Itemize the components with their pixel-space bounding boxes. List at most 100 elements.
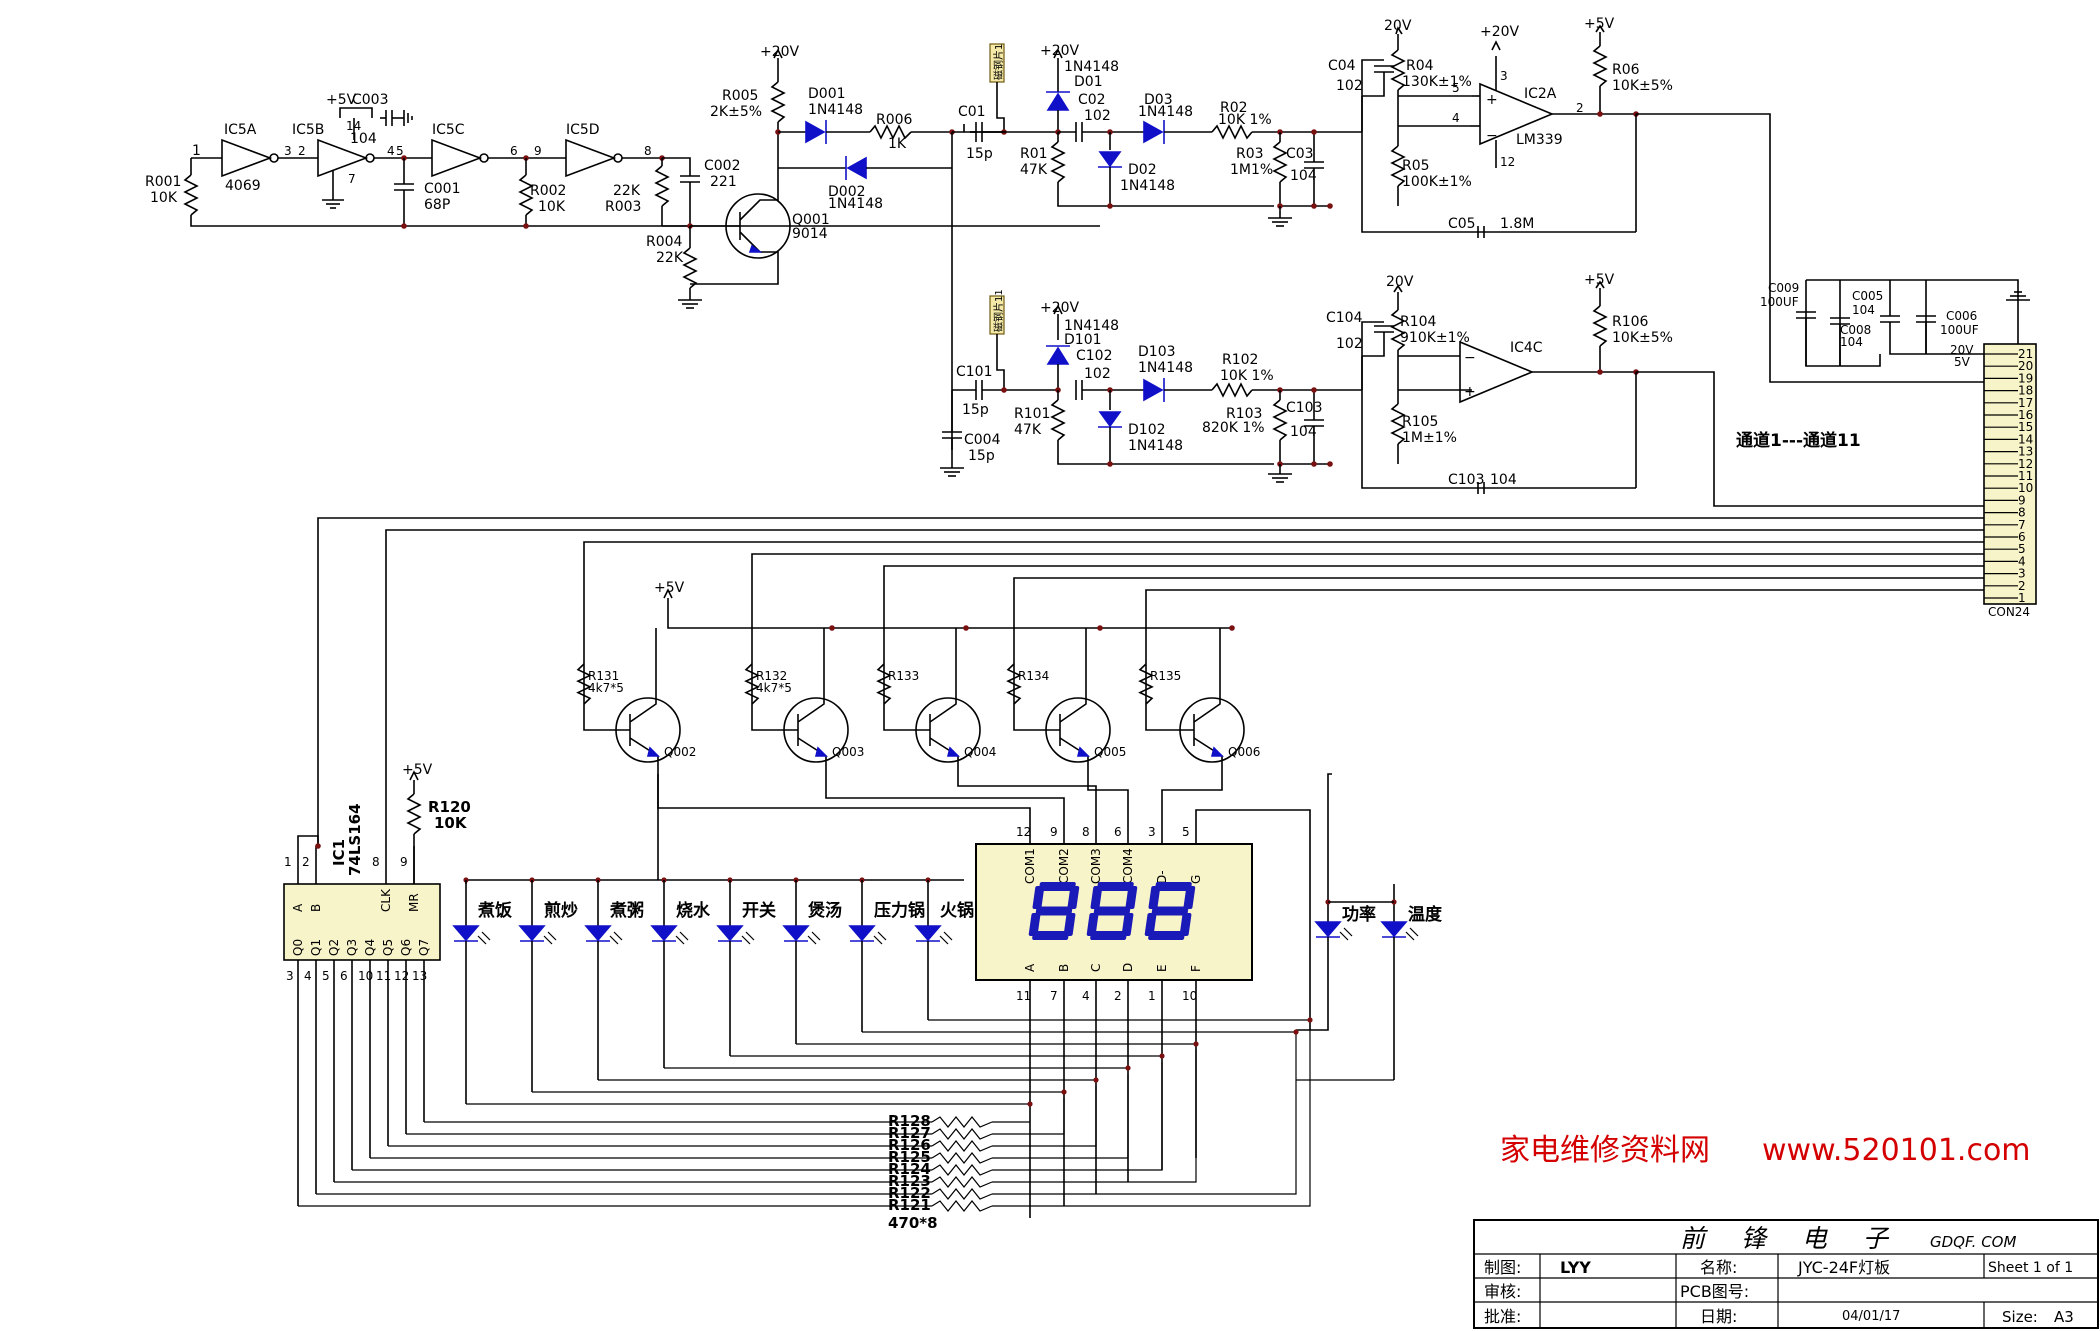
approve-label: 批准: <box>1484 1307 1521 1326</box>
d03-value: 1N4148 <box>1138 104 1193 120</box>
c103b-value: 104 <box>1490 472 1517 488</box>
display-pin-num-top-4: 6 <box>1114 825 1122 839</box>
r03-value: 1M1% <box>1230 162 1273 178</box>
segment <box>1039 882 1076 891</box>
rnet-label-8: R121 <box>888 1196 931 1214</box>
r120-value: 10K <box>434 814 468 832</box>
r06-label: R06 <box>1612 62 1640 78</box>
c104-label: C104 <box>1326 310 1363 326</box>
ic1-pin-4: 4 <box>304 969 312 983</box>
pin-14-label: 14 <box>346 119 361 133</box>
label: + <box>1486 92 1498 108</box>
r102-value: 10K 1% <box>1220 368 1274 384</box>
company-url: GDQF. COM <box>1930 1233 2016 1251</box>
r004-label: R004 <box>646 234 683 250</box>
r102-label: R102 <box>1222 352 1258 368</box>
con-20v-label: 20V <box>1950 343 1974 357</box>
led-2: 煎炒 <box>518 877 578 1092</box>
c004-label: C004 <box>964 432 1001 448</box>
display-pin-num-top-5: 3 <box>1148 825 1156 839</box>
rnet-resistor-6: R123 <box>888 1172 993 1190</box>
label-2: − <box>1486 128 1498 144</box>
board-name: JYC-24F灯板 <box>1797 1258 1890 1277</box>
ic2a-label: IC2A <box>1524 86 1557 102</box>
r002-label: R002 <box>530 183 566 199</box>
display-pin-num-bottom-4: 2 <box>1114 989 1122 1003</box>
c008-label: C008 <box>1840 323 1871 337</box>
ic2a-type: LM339 <box>1516 132 1563 148</box>
led-right-2: 温度 <box>1380 884 1443 941</box>
r003-value: 22K <box>613 183 641 199</box>
d102-diode <box>1098 411 1122 428</box>
ic1-pin-2: 2 <box>302 855 310 869</box>
led-8: 火锅 <box>914 877 974 1020</box>
con24-pin-16: 16 <box>2018 408 2033 422</box>
ic1-pin-name-a: A <box>291 903 305 912</box>
con24-pin-6: 6 <box>2018 530 2026 544</box>
pin-9-label: 9 <box>534 144 542 158</box>
led-label-2: 煎炒 <box>544 900 578 921</box>
ic1-pin-name-mr: MR <box>407 893 421 912</box>
segment <box>1151 906 1189 916</box>
r105-label: R105 <box>1402 414 1438 430</box>
c01-label: C01 <box>958 104 986 120</box>
r04-label: R04 <box>1406 58 1434 74</box>
ic1-pin-12: 12 <box>394 969 409 983</box>
c003-label: C003 <box>352 92 389 108</box>
con24-pin-8: 8 <box>2018 506 2026 520</box>
con24-pin-3: 3 <box>2018 567 2026 581</box>
d102-value: 1N4148 <box>1128 438 1183 454</box>
c03-label: C03 <box>1286 146 1314 162</box>
rnet-resistor-8: R121 <box>888 1196 993 1214</box>
display-pin-num-top-6: 5 <box>1182 825 1190 839</box>
ic1-body <box>283 883 441 961</box>
ic1-pin-3: 3 <box>286 969 294 983</box>
q003-label: Q003 <box>832 745 864 759</box>
segment <box>1086 913 1099 936</box>
led-right-label-1: 功率 <box>1342 904 1376 925</box>
r01-label: R01 <box>1020 146 1048 162</box>
drawn-by: LYY <box>1560 1258 1591 1277</box>
display-pin-num-top-2: 9 <box>1050 825 1058 839</box>
con24-pin-20: 20 <box>2018 359 2033 373</box>
r103-value: 820K 1% <box>1202 420 1265 436</box>
c103-label: C103 <box>1286 400 1323 416</box>
con-5v-label: 5V <box>1954 355 1971 369</box>
q002-base-resistor-label: R131 <box>588 669 619 683</box>
ic4c-label: IC4C <box>1510 340 1543 356</box>
ic5c-label: IC5C <box>432 122 465 138</box>
display-pin-com4: COM4 <box>1121 848 1135 884</box>
con24-label: CON24 <box>1988 605 2030 619</box>
led-label-1: 煮饭 <box>477 900 512 921</box>
con24-pin-15: 15 <box>2018 420 2033 434</box>
c009-value: 100UF <box>1760 295 1799 309</box>
title-block: 前 锋 电 子 GDQF. COM 制图: LYY 名称: JYC-24F灯板 … <box>1473 1219 2099 1329</box>
ic1-label: IC1 <box>330 839 348 866</box>
digit-drivers: +5V R1314k7*5Q002R1324k7*5Q003R133Q004R1… <box>576 580 1260 774</box>
ic5a-type: 4069 <box>225 178 261 194</box>
con24-pin-11: 11 <box>2018 469 2033 483</box>
r05-label: R05 <box>1402 158 1430 174</box>
c04-value: 102 <box>1336 78 1363 94</box>
ic5a-inverter <box>221 138 273 178</box>
segment <box>1179 913 1192 936</box>
r01-value: 47K <box>1020 162 1048 178</box>
c103b-label: C103 <box>1448 472 1485 488</box>
ic1-pin-name-q2: Q2 <box>327 939 341 956</box>
rnet-resistor-4: R125 <box>888 1148 993 1166</box>
segment <box>1090 886 1103 909</box>
led-label-7: 压力锅 <box>874 900 925 921</box>
rnet-resistor-5: R124 <box>888 1160 993 1178</box>
d001-value: 1N4148 <box>808 102 863 118</box>
con24-pin-5: 5 <box>2018 542 2026 556</box>
display-pin-f: F <box>1189 965 1203 972</box>
led-7: 压力锅 <box>848 877 925 1032</box>
display-pin-d: D <box>1121 963 1135 972</box>
pin-8-label: 8 <box>644 144 652 158</box>
q004-base-resistor-label: R133 <box>888 669 919 683</box>
display-pin-num-bottom-5: 1 <box>1148 989 1156 1003</box>
ic5d-inverter <box>565 138 617 178</box>
